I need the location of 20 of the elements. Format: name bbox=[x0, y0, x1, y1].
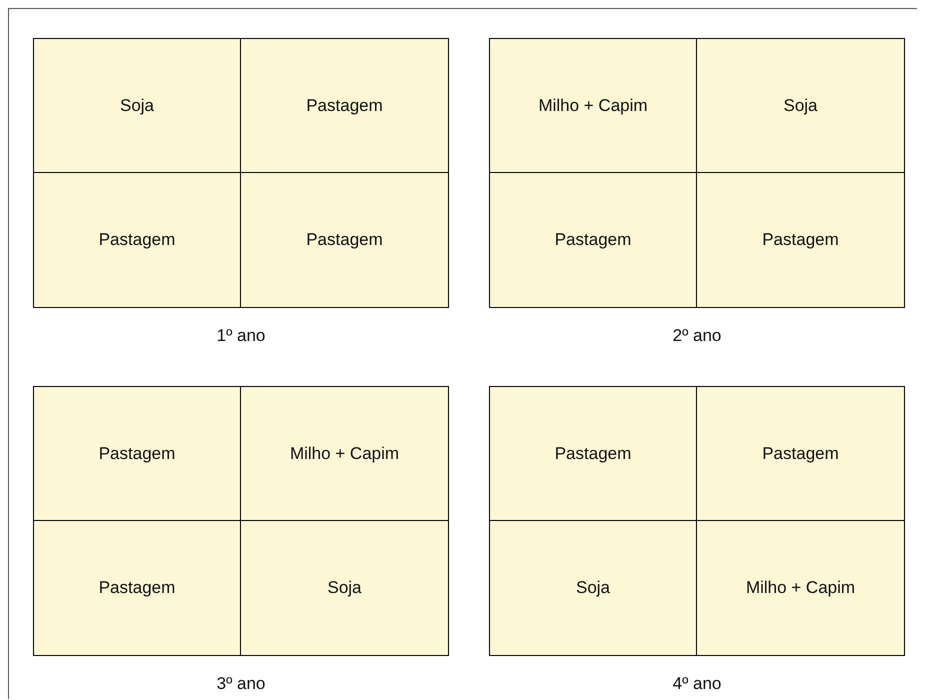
field-plot: Soja bbox=[490, 521, 697, 655]
field-plot: Pastagem bbox=[490, 173, 697, 307]
field-plot: Soja bbox=[697, 39, 904, 173]
year-caption: 4º ano bbox=[672, 674, 722, 694]
field-plot: Pastagem bbox=[490, 387, 697, 521]
field-plot: Pastagem bbox=[34, 387, 241, 521]
year-caption: 1º ano bbox=[216, 326, 266, 346]
field-plot: Milho + Capim bbox=[241, 387, 448, 521]
field-plot: Pastagem bbox=[697, 173, 904, 307]
field-plot: Pastagem bbox=[34, 521, 241, 655]
field-plot: Milho + Capim bbox=[697, 521, 904, 655]
field-plot: Pastagem bbox=[34, 173, 241, 307]
year-caption: 3º ano bbox=[216, 674, 266, 694]
field-plot: Pastagem bbox=[241, 39, 448, 173]
field-plot: Soja bbox=[241, 521, 448, 655]
field-plot: Pastagem bbox=[697, 387, 904, 521]
field-plot: Pastagem bbox=[241, 173, 448, 307]
field-plot: Milho + Capim bbox=[490, 39, 697, 173]
year-caption: 2º ano bbox=[672, 326, 722, 346]
field-plot: Soja bbox=[34, 39, 241, 173]
